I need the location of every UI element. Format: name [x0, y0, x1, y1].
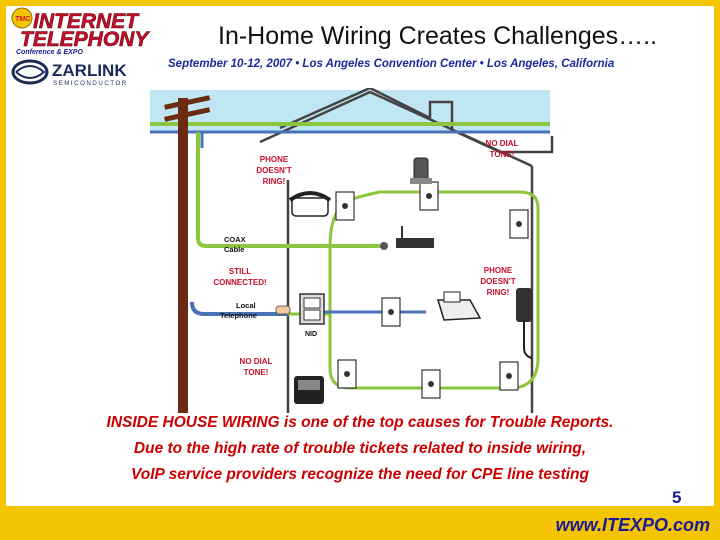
- nid-box-icon: [299, 293, 325, 325]
- page-number: 5: [672, 488, 682, 507]
- callout-still-connected-2: CONNECTED!: [213, 278, 266, 287]
- conference-text: Conference & EXPO: [16, 49, 83, 56]
- house-roof: [279, 88, 554, 154]
- frame-right: [714, 0, 720, 540]
- coax-cable-wire: [196, 132, 380, 248]
- callout-phone-doesnt-ring-left-1: PHONE: [260, 155, 289, 164]
- hand-icon: [275, 305, 291, 315]
- wall-jack-center: [381, 297, 401, 327]
- slide-subtitle: September 10-12, 2007 • Los Angeles Conv…: [168, 58, 615, 70]
- internet-telephony-logo: TMC INTERNET TELEPHONY Conference & EXPO: [11, 7, 151, 56]
- fax-machine-icon: [436, 291, 482, 321]
- home-wiring-diagram: COAX Cable Local Telephone NID PHONE DOE…: [150, 88, 554, 413]
- callout-no-dial-tone-top-2: TONE!: [490, 150, 515, 159]
- callout-phone-doesnt-ring-left-3: RING!: [263, 177, 286, 186]
- wall-phone-icon: [516, 288, 533, 359]
- zarlink-text: ZARLINK: [52, 61, 127, 80]
- wall-jack-top-center: [419, 181, 439, 211]
- frame-bottom: [0, 506, 720, 540]
- nid-label: NID: [305, 331, 317, 338]
- wall-jack-bottom-left: [337, 359, 357, 389]
- desk-phone-icon: [288, 191, 332, 217]
- local-label: Local: [236, 301, 256, 310]
- callout-no-dial-tone-bottom-1: NO DIAL: [240, 357, 273, 366]
- callout-no-dial-tone-bottom-2: TONE!: [244, 368, 269, 377]
- callout-no-dial-tone-top-1: NO DIAL: [486, 139, 519, 148]
- tmc-text: TMC: [15, 16, 31, 23]
- semiconductor-text: SEMICONDUCTOR: [53, 80, 128, 87]
- footer-url[interactable]: www.ITEXPO.com: [555, 515, 710, 535]
- wall-jack-right: [509, 209, 529, 239]
- cable-label: Cable: [224, 245, 244, 254]
- zarlink-swirl-icon: [11, 59, 49, 85]
- caption-line-3: VoIP service providers recognize the nee…: [131, 466, 589, 483]
- internet-text: INTERNET: [33, 10, 140, 33]
- frame-top: [0, 0, 720, 6]
- callout-phone-doesnt-ring-right-2: DOESN'T: [480, 277, 515, 286]
- zarlink-logo: ZARLINK SEMICONDUCTOR: [11, 59, 128, 87]
- answering-machine-icon: [294, 376, 324, 404]
- wall-jack-top-left: [335, 191, 355, 221]
- caption-line-2: Due to the high rate of trouble tickets …: [133, 440, 587, 457]
- modem-router-icon: [380, 226, 434, 250]
- slide-title: In-Home Wiring Creates Challenges…..: [218, 22, 658, 50]
- local-telephone-wire: [190, 301, 288, 316]
- globe-icon: [11, 7, 33, 29]
- telephone-label: Telephone: [220, 311, 257, 320]
- cordless-phone-icon: [410, 157, 432, 184]
- coax-label: COAX: [224, 235, 246, 244]
- callout-still-connected-1: STILL: [229, 267, 251, 276]
- wall-jack-bottom-center: [421, 369, 441, 399]
- wall-jack-bottom-right: [499, 361, 519, 391]
- telephony-text: TELEPHONY: [20, 28, 150, 51]
- callout-phone-doesnt-ring-left-2: DOESN'T: [256, 166, 291, 175]
- caption-line-1: INSIDE HOUSE WIRING is one of the top ca…: [106, 414, 614, 431]
- callout-phone-doesnt-ring-right-3: RING!: [487, 288, 510, 297]
- frame-left: [0, 0, 6, 540]
- utility-pole: [164, 95, 211, 413]
- callout-phone-doesnt-ring-right-1: PHONE: [484, 266, 513, 275]
- inside-wiring-loop: [328, 190, 540, 390]
